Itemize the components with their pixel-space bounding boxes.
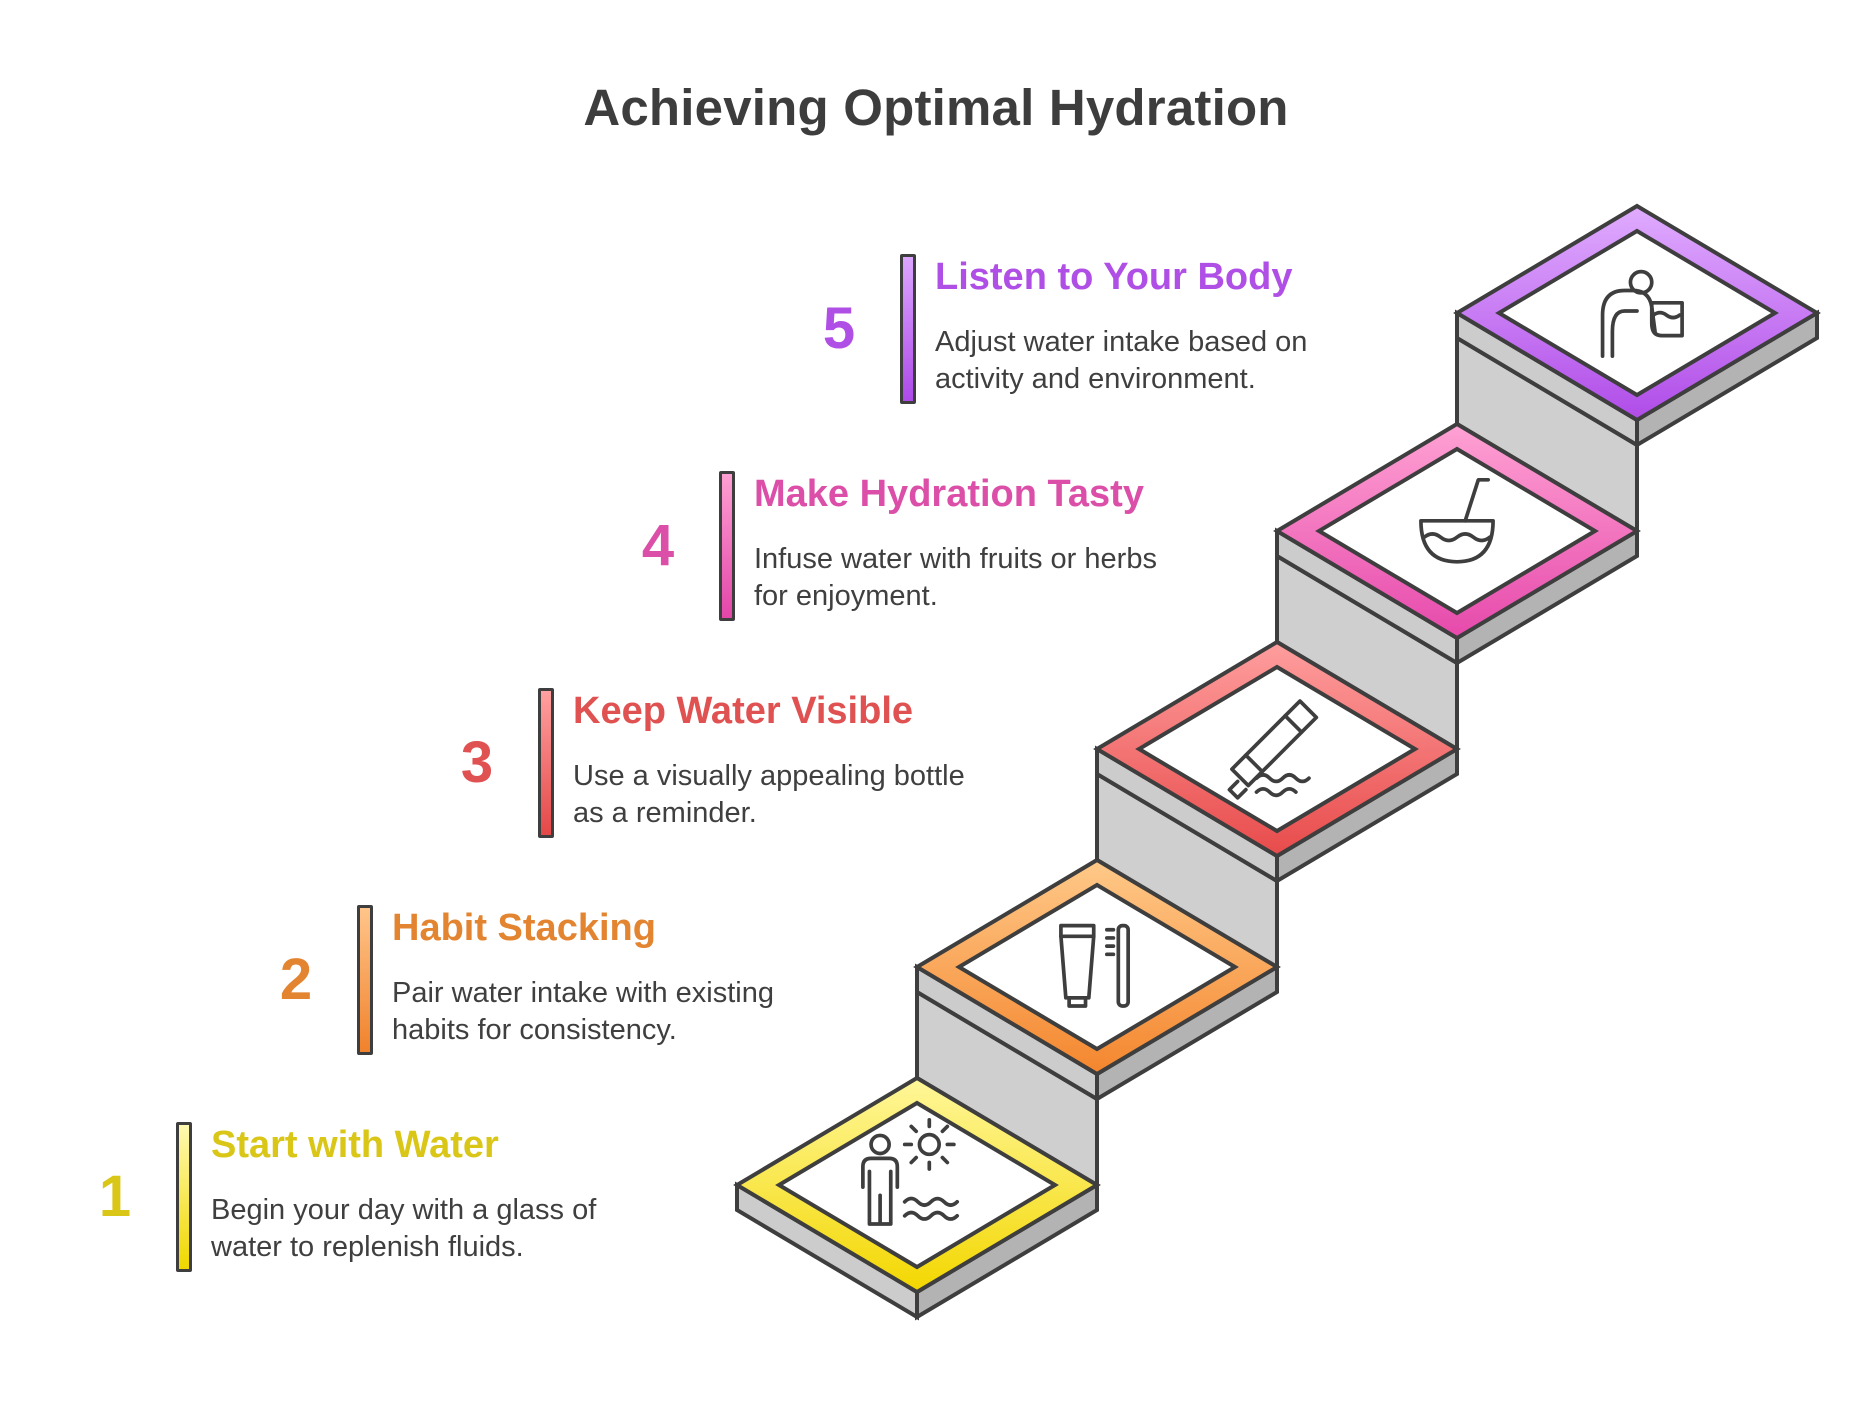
step-accent-bar xyxy=(538,688,554,838)
water-bottle-icon xyxy=(1227,699,1319,800)
step-title: Keep Water Visible xyxy=(573,690,914,732)
toothpaste-toothbrush-icon xyxy=(1059,923,1131,1008)
step-description: Use a visually appealing bottle as a rem… xyxy=(573,760,965,829)
step-2-block xyxy=(913,770,1281,1103)
step-1-block xyxy=(733,988,1101,1321)
step-description: Infuse water with fruits or herbs for en… xyxy=(754,543,1157,612)
coconut-drink-icon xyxy=(1419,477,1495,564)
page-title: Achieving Optimal Hydration xyxy=(583,79,1289,136)
step-3-block xyxy=(1093,552,1461,885)
step-accent-bar xyxy=(357,905,373,1055)
step-accent-bar xyxy=(176,1122,192,1272)
step-description: Begin your day with a glass of water to … xyxy=(211,1194,597,1263)
step-title: Make Hydration Tasty xyxy=(754,473,1144,515)
person-drinking-icon xyxy=(1600,269,1684,358)
step-description: Pair water intake with existing habits f… xyxy=(392,977,774,1046)
step-number: 1 xyxy=(98,1164,132,1229)
step-description: Adjust water intake based on activity an… xyxy=(935,326,1308,395)
step-number: 5 xyxy=(822,296,856,361)
step-5-block xyxy=(1453,203,1821,449)
person-sun-icon xyxy=(861,1118,960,1226)
step-accent-bar xyxy=(719,471,735,621)
step-title: Listen to Your Body xyxy=(935,256,1293,298)
step-accent-bar xyxy=(900,254,916,404)
step-number: 3 xyxy=(460,730,494,795)
step-number: 2 xyxy=(279,947,313,1012)
step-title: Start with Water xyxy=(211,1124,499,1166)
step-title: Habit Stacking xyxy=(392,907,656,949)
step-number: 4 xyxy=(641,513,675,578)
